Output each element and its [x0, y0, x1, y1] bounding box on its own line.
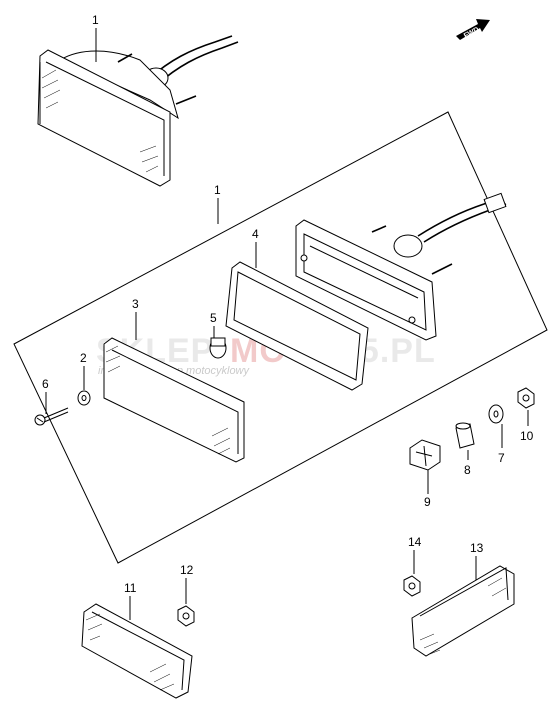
lamp-housing [295, 192, 507, 341]
reflector-nut-right [403, 575, 421, 597]
nut [517, 387, 535, 409]
reflector-nut-left [177, 605, 195, 627]
callout-1-top: 1 [92, 13, 99, 27]
fwd-arrow-icon: FWD [456, 19, 490, 40]
reflector-left [81, 603, 193, 699]
assembly-boundary [13, 111, 548, 564]
callout-4: 4 [252, 227, 259, 241]
callout-11: 11 [124, 581, 137, 595]
callout-7: 7 [498, 451, 505, 465]
callout-12: 12 [180, 563, 194, 577]
grommet [409, 439, 441, 471]
screw [34, 407, 69, 426]
lens-gasket [225, 261, 369, 391]
washer [77, 390, 91, 406]
callout-5: 5 [210, 311, 217, 325]
bulb [209, 337, 227, 359]
callout-2: 2 [80, 351, 87, 365]
turn-signal-assembly-top [37, 35, 239, 187]
callout-6: 6 [42, 377, 49, 391]
collar [455, 422, 475, 449]
callout-8: 8 [464, 463, 471, 477]
fwd-label: FWD [463, 26, 480, 40]
callout-1-mid: 1 [214, 183, 221, 197]
callout-14: 14 [408, 535, 422, 549]
reflector-right [411, 565, 515, 657]
flat-washer [488, 404, 504, 424]
callout-10: 10 [520, 429, 534, 443]
callout-3: 3 [132, 297, 139, 311]
lens-front [103, 337, 245, 463]
callout-13: 13 [470, 541, 484, 555]
callout-9: 9 [424, 495, 431, 509]
